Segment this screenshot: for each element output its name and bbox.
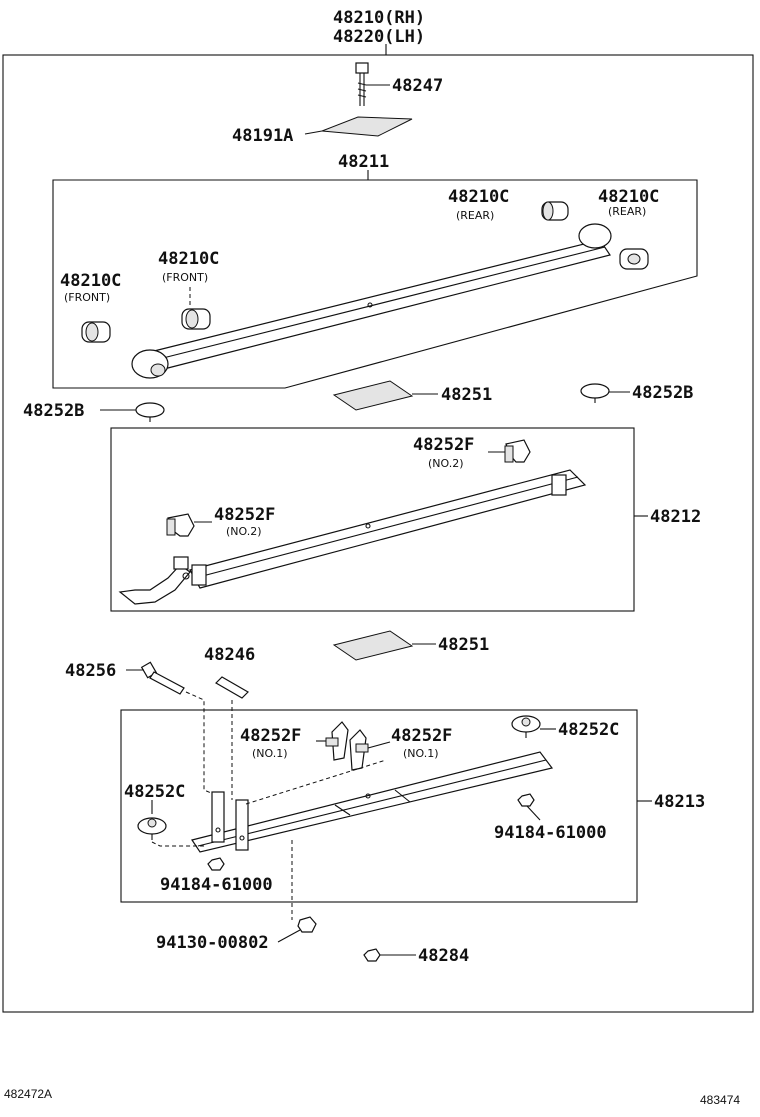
- assy-rh-label: 48210(RH): [333, 8, 425, 28]
- bumper-c-left-label: 48252C: [124, 782, 185, 802]
- bush-rear-b: [619, 248, 649, 270]
- clip-f-lower: [166, 513, 195, 537]
- insert-upper: [332, 380, 414, 411]
- leaf-no2-spring: [118, 469, 587, 605]
- clip-f-no1-left-note: (NO.1): [252, 747, 288, 760]
- spacer-label: 48191A: [232, 126, 293, 146]
- bumper-c-right: [511, 715, 541, 738]
- leaf-no2-frame: [110, 427, 635, 612]
- nut-bottom-label: 94130-00802: [156, 933, 269, 953]
- leaf-no3-spring: [191, 751, 554, 853]
- nut-left-label: 94184-61000: [160, 875, 273, 895]
- leaf-no1-spring: [131, 223, 612, 379]
- clip-f-lower-note: (NO.2): [226, 525, 262, 538]
- clip-f-upper-label: 48252F: [413, 435, 474, 455]
- leaf-no1-label: 48211: [338, 152, 389, 172]
- insert-upper-label: 48251: [441, 385, 492, 405]
- pin: [215, 676, 249, 699]
- clip-f-no1-left-label: 48252F: [240, 726, 301, 746]
- footer-left-code: 482472A: [4, 1087, 52, 1101]
- center-bolt-label: 48247: [392, 76, 443, 96]
- center-bolt: [355, 62, 369, 106]
- leaf-no3-label: 48213: [654, 792, 705, 812]
- leaf-no2-label: 48212: [650, 507, 701, 527]
- leaf-no3-frame: [120, 709, 638, 903]
- clip-f-no1-right: [349, 729, 369, 771]
- nut-left: [207, 857, 225, 871]
- clip-f-upper-note: (NO.2): [428, 457, 464, 470]
- bush-rear-b-note: (REAR): [608, 205, 646, 218]
- bush-front-a-note: (FRONT): [162, 271, 208, 284]
- nut-bottom: [297, 916, 317, 933]
- assy-lh-label: 48220(LH): [333, 27, 425, 47]
- nut-48284: [363, 948, 381, 962]
- bush-rear-a-label: 48210C: [448, 187, 509, 207]
- insert-lower: [332, 630, 414, 661]
- bumper-c-right-label: 48252C: [558, 720, 619, 740]
- bumper-b-right: [580, 383, 610, 403]
- footer-right-code: 483474: [700, 1093, 740, 1107]
- bush-rear-b-label: 48210C: [598, 187, 659, 207]
- bush-rear-a: [541, 201, 569, 221]
- clip-f-no1-right-label: 48252F: [391, 726, 452, 746]
- clip-bolt: [140, 661, 185, 695]
- clip-bolt-label: 48256: [65, 661, 116, 681]
- bush-front-b-label: 48210C: [60, 271, 121, 291]
- insert-lower-label: 48251: [438, 635, 489, 655]
- bumper-b-right-label: 48252B: [632, 383, 693, 403]
- nut-right: [517, 793, 535, 807]
- clip-f-no1-left: [325, 721, 349, 761]
- clip-f-lower-label: 48252F: [214, 505, 275, 525]
- pin-label: 48246: [204, 645, 255, 665]
- bumper-b-left-label: 48252B: [23, 401, 84, 421]
- spacer-plate: [321, 116, 413, 137]
- bumper-c-left: [137, 817, 167, 840]
- bush-front-a: [181, 308, 211, 330]
- clip-f-no1-right-note: (NO.1): [403, 747, 439, 760]
- clip-f-upper: [504, 439, 531, 463]
- bush-rear-a-note: (REAR): [456, 209, 494, 222]
- bush-front-b: [81, 321, 111, 343]
- bush-front-b-note: (FRONT): [64, 291, 110, 304]
- bumper-b-left: [135, 402, 165, 422]
- leaf-no1-frame: [52, 179, 698, 389]
- nut-48284-label: 48284: [418, 946, 469, 966]
- bush-front-a-label: 48210C: [158, 249, 219, 269]
- outer-frame: [2, 54, 754, 1013]
- nut-right-label: 94184-61000: [494, 823, 607, 843]
